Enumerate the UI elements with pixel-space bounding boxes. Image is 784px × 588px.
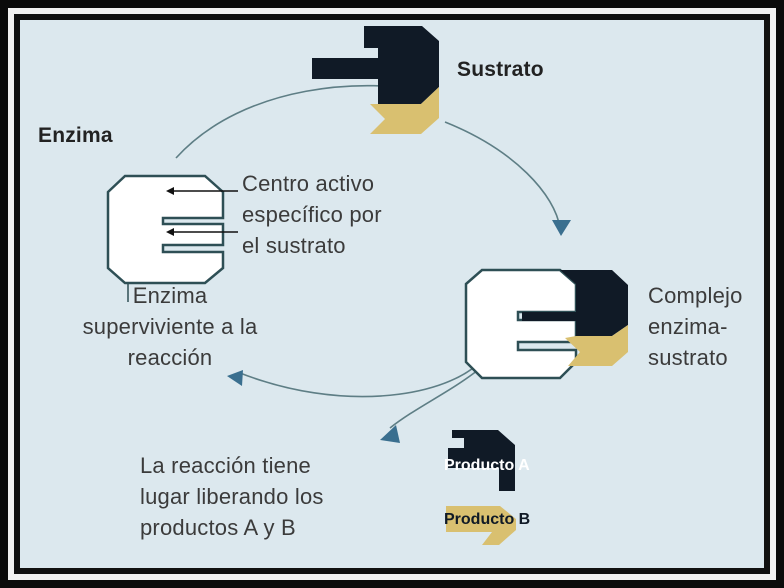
product-a-shape bbox=[448, 430, 515, 491]
complex-line-1: Complejo bbox=[648, 283, 743, 308]
active-site-line-3: el sustrato bbox=[242, 233, 346, 258]
active-site-label: Centro activo específico por el sustrato bbox=[242, 168, 382, 261]
surviving-enzyme-line-2: superviviente a la bbox=[82, 314, 258, 339]
arrowhead-to-enzyme bbox=[227, 370, 243, 386]
reaction-arc bbox=[389, 369, 479, 429]
complex-label: Complejo enzima- sustrato bbox=[648, 280, 743, 373]
active-site-line-2: específico por bbox=[242, 202, 382, 227]
active-site-line-1: Centro activo bbox=[242, 171, 375, 196]
reaction-line-1: La reacción tiene bbox=[140, 453, 311, 478]
substrate-shape bbox=[312, 26, 439, 134]
arrowhead-to-products bbox=[380, 425, 400, 443]
substrate-label: Sustrato bbox=[457, 58, 544, 81]
diagram-graphics bbox=[106, 26, 628, 545]
surviving-enzyme-line-1: Enzima bbox=[132, 283, 208, 308]
enzyme-shape bbox=[106, 174, 225, 285]
reaction-line-3: productos A y B bbox=[140, 515, 296, 540]
complex-line-2: enzima- bbox=[648, 314, 728, 339]
substrate-dark-part bbox=[312, 26, 439, 104]
substrate-gold-part bbox=[370, 87, 439, 134]
cycle-arc-right bbox=[444, 121, 561, 229]
product-b-shape bbox=[446, 506, 516, 545]
complex-shape bbox=[464, 268, 628, 380]
reaction-line-2: lugar liberando los bbox=[140, 484, 324, 509]
complex-substrate-gold bbox=[565, 325, 628, 366]
cycle-arc-bottom bbox=[239, 363, 479, 398]
enzyme-label: Enzima bbox=[38, 124, 113, 147]
reaction-label: La reacción tiene lugar liberando los pr… bbox=[140, 450, 324, 543]
complex-enzyme bbox=[464, 268, 578, 380]
surviving-enzyme-label: Enzima superviviente a la reacción bbox=[50, 280, 290, 373]
arrowhead-to-complex bbox=[552, 220, 571, 236]
complex-line-3: sustrato bbox=[648, 345, 728, 370]
complex-substrate-dark bbox=[522, 270, 628, 336]
product-a-label: Producto A bbox=[444, 457, 530, 474]
product-b-label: Producto B bbox=[444, 511, 531, 528]
surviving-enzyme-line-3: reacción bbox=[127, 345, 213, 370]
diagram-panel: Sustrato Enzima Centro activo específico… bbox=[20, 20, 764, 568]
